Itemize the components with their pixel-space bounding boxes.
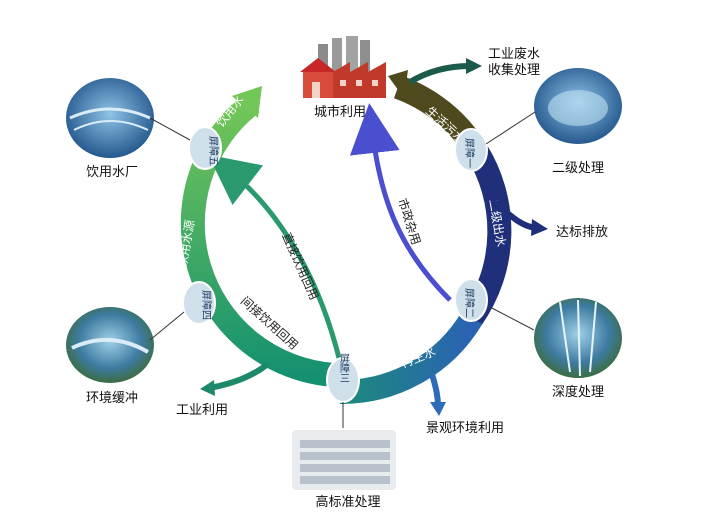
label-industrial-use: 工业利用 (176, 403, 228, 418)
out-industrial-wastewater-head (466, 58, 482, 74)
flow-direct-potable (208, 154, 343, 363)
barrier-2: 屏障二 (454, 278, 488, 322)
sewage-arrowhead (388, 70, 408, 98)
photo-advanced-treatment (534, 298, 622, 378)
label-landscape: 景观环境利用 (426, 421, 504, 436)
photo-drinking-plant (66, 78, 154, 158)
out-landscape-head (430, 402, 446, 416)
out-landscape (429, 373, 441, 407)
drinking-arrowhead (232, 86, 262, 118)
connector-advanced-treatment (487, 305, 535, 331)
out-industrial-use-head (200, 380, 215, 396)
barrier-3: 屏障三 (326, 353, 360, 403)
barrier-5: 屏障五 (188, 126, 222, 170)
svg-text:屏障四: 屏障四 (200, 290, 213, 320)
out-industrial-wastewater (408, 63, 471, 85)
label-env-buffer: 环境缓冲 (86, 391, 138, 406)
photo-env-buffer (66, 307, 154, 383)
barrier-1: 屏障一 (454, 128, 488, 172)
connector-secondary-treatment (485, 111, 536, 145)
out-industrial-use (209, 361, 270, 391)
photo-secondary-treatment (534, 68, 622, 144)
svg-text:屏障五: 屏障五 (207, 136, 220, 166)
city-factory-icon (300, 36, 386, 98)
barrier-4: 屏障四 (182, 281, 216, 325)
flow-municipal (349, 103, 452, 302)
flow-label-direct-potable: 直接饮用回用 (279, 230, 322, 302)
label-secondary-treatment: 二级处理 (552, 161, 604, 176)
photo-high-standard-treatment (292, 430, 396, 490)
connector-drinking-plant (149, 117, 191, 141)
label-high-standard-treatment: 高标准处理 (315, 494, 380, 510)
label-industrial-wastewater: 工业废水 收集处理 (488, 46, 544, 78)
svg-text:屏障三: 屏障三 (338, 353, 350, 383)
label-discharge: 达标排放 (556, 225, 608, 240)
svg-text:屏障二: 屏障二 (463, 288, 476, 318)
connector-env-buffer (149, 311, 185, 341)
out-discharge-head (531, 219, 548, 236)
label-advanced-treatment: 深度处理 (552, 384, 604, 400)
arc-reclaimed (339, 311, 483, 405)
label-city-use: 城市利用 (314, 104, 366, 120)
label-drinking-plant: 饮用水厂 (86, 165, 138, 180)
flow-label-municipal: 市政杂用 (395, 196, 424, 246)
svg-text:屏障一: 屏障一 (463, 138, 476, 168)
